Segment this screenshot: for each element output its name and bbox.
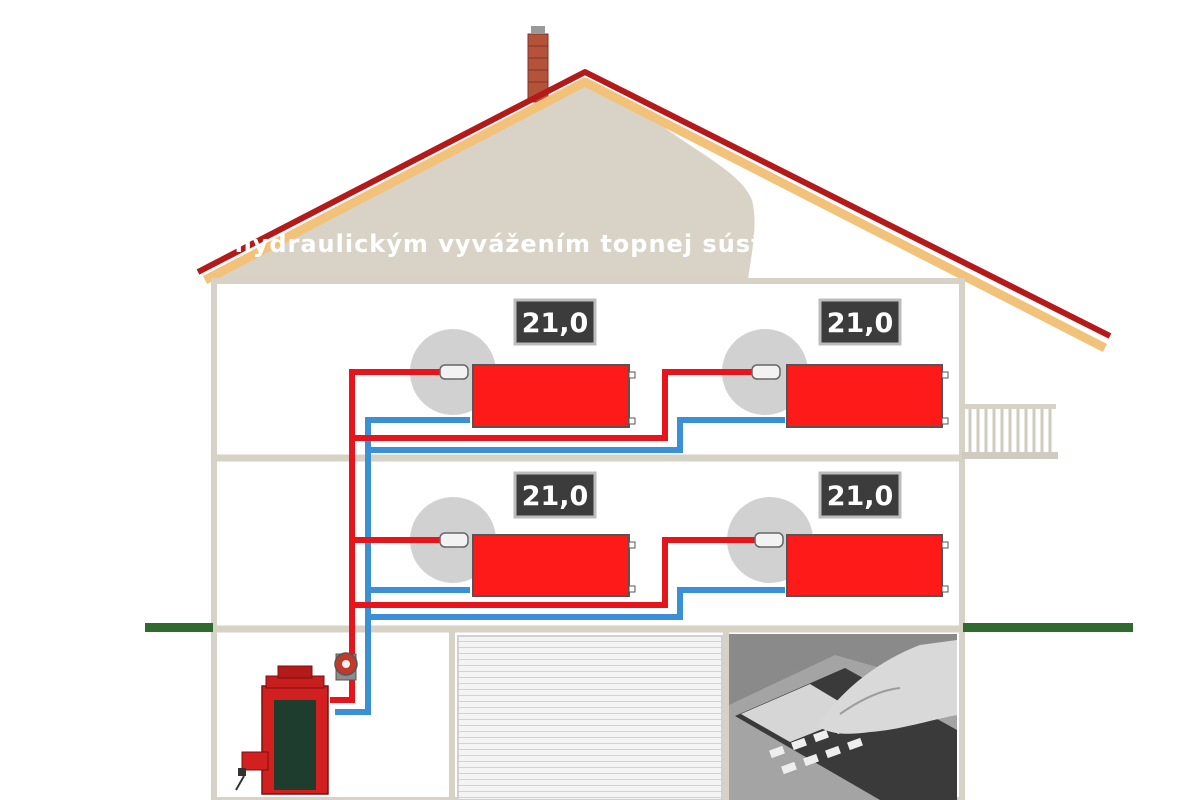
temp-display-upper-right: 21,0 xyxy=(818,298,902,346)
radiator-lower-left xyxy=(472,534,630,597)
temp-display-upper-left: 21,0 xyxy=(513,298,597,346)
calculator-photo xyxy=(729,634,957,800)
temp-value: 21,0 xyxy=(522,481,589,512)
garage-door xyxy=(457,635,723,800)
diagram-title: s hydraulickým vyvážením topnej sústavy xyxy=(210,230,814,258)
temp-value: 21,0 xyxy=(827,308,894,339)
temp-display-lower-right: 21,0 xyxy=(818,471,902,519)
radiator-upper-right xyxy=(786,364,943,428)
ground xyxy=(145,623,1133,632)
supply-pipes xyxy=(330,369,755,703)
temp-value: 21,0 xyxy=(827,481,894,512)
pump-icon xyxy=(334,652,358,681)
temp-value: 21,0 xyxy=(522,308,589,339)
radiators xyxy=(472,364,949,597)
radiator-lower-right xyxy=(786,534,943,597)
boiler-icon xyxy=(235,665,329,795)
return-pipes xyxy=(335,417,785,715)
balcony-railing xyxy=(962,404,1058,459)
radiator-upper-left xyxy=(472,364,630,428)
roof xyxy=(196,69,1112,353)
valve-icon xyxy=(439,364,784,548)
chimney-icon xyxy=(527,26,549,103)
temp-display-lower-left: 21,0 xyxy=(513,471,597,519)
